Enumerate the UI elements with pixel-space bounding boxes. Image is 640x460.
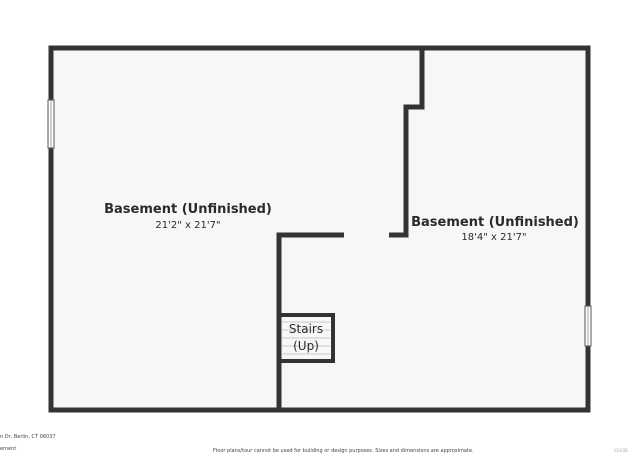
room-name-right: Basement (Unfinished) (411, 215, 579, 230)
footer-level: ement (0, 446, 17, 452)
room-dimensions-right: 18'4" x 21'7" (461, 232, 526, 243)
floor-area (51, 48, 588, 410)
stairs-label-line1: Stairs (289, 322, 323, 336)
stair-treads (282, 321, 330, 355)
outer-wall (48, 45, 591, 413)
footer-disclaimer: Floor plans/tour cannot be used for buil… (213, 448, 474, 454)
stairs-label-line2: (Up) (293, 339, 319, 353)
stairs-wall (279, 313, 335, 363)
interior-wall-stairs (276, 232, 344, 410)
footer-corner-mark: iGUIDE (614, 448, 628, 453)
room-name-left: Basement (Unfinished) (104, 202, 272, 217)
footer-address: n Dr, Berlin, CT 06037 (0, 434, 56, 440)
interior-wall-divider (389, 48, 425, 238)
room-dimensions-left: 21'2" x 21'7" (155, 220, 220, 231)
